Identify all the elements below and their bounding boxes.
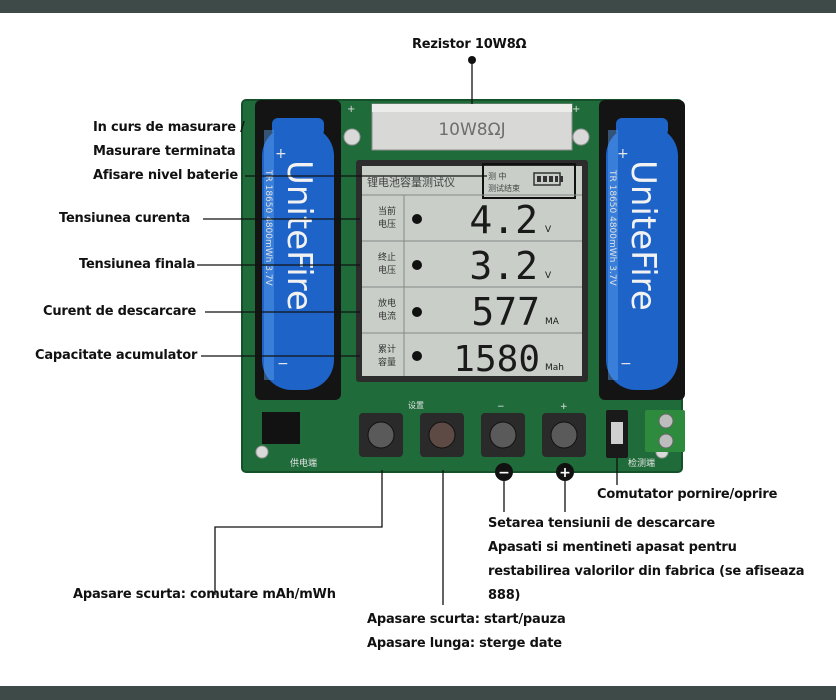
discharge-setting-line2: Apasati si mentineti apasat pentru: [488, 540, 737, 555]
left-battery-minus: −: [277, 356, 289, 372]
lcd-status-finished: 测试结束: [488, 183, 520, 193]
button-plus[interactable]: [542, 413, 586, 457]
pcb-plus-label: +: [560, 402, 568, 412]
right-battery-brand: UniteFire: [623, 160, 663, 311]
pcb-power-label: 供电端: [290, 457, 317, 469]
power-switch-label: Comutator pornire/oprire: [597, 487, 778, 502]
callout-dots: [412, 56, 476, 361]
measuring-label-line1: In curs de masurare /: [93, 120, 245, 135]
button-mode[interactable]: [359, 413, 403, 457]
minus-badge-icon: [495, 463, 513, 481]
resistor-marking: 10W8ΩJ: [438, 120, 505, 140]
plus-badge-glyph: +: [559, 465, 571, 481]
row2-label-b: 电压: [378, 264, 396, 276]
short-press-start-label: Apasare scurta: start/pauza: [367, 612, 566, 627]
svg-text:+: +: [347, 104, 355, 115]
row2-value: 3.2: [469, 244, 538, 288]
row4-label-b: 容量: [378, 356, 396, 368]
left-battery-brand: UniteFire: [279, 160, 319, 311]
resistor-label: Rezistor 10W8Ω: [412, 37, 527, 52]
right-battery-spec: TR 18650 4800mWh 3.7V: [607, 169, 617, 287]
long-press-clear-label: Apasare lunga: sterge date: [367, 636, 562, 651]
left-battery-plus: +: [275, 146, 287, 162]
screw-terminal: [645, 410, 685, 452]
final-voltage-label: Tensiunea finala: [79, 257, 196, 272]
pcb-minus-label: −: [497, 402, 505, 412]
callout-lines: [197, 60, 618, 605]
dc-jack: [262, 412, 300, 444]
pcb-test-label: 检测端: [628, 457, 655, 469]
discharge-setting-line4: 888): [488, 588, 521, 603]
row3-value: 577: [471, 290, 540, 334]
right-battery-minus: −: [620, 356, 632, 372]
minus-badge-glyph: −: [498, 465, 510, 481]
svg-text:+: +: [572, 104, 580, 115]
button-minus[interactable]: [481, 413, 525, 457]
row4-value: 1580: [453, 339, 540, 380]
resistor: 10W8ΩJ: [371, 103, 573, 151]
discharge-setting-line3: restabilirea valorilor din fabrica (se a…: [488, 564, 805, 579]
discharge-current-label: Curent de descarcare: [43, 304, 197, 319]
row1-label-b: 电压: [378, 218, 396, 230]
power-switch[interactable]: [606, 410, 628, 458]
discharge-setting-line1: Setarea tensiunii de descarcare: [488, 516, 716, 531]
plus-badge-icon: [556, 463, 574, 481]
left-battery: + − UniteFire TR 18650 4800mWh 3.7V: [255, 100, 341, 400]
bottom-border-bar: [0, 686, 836, 700]
top-border-bar: [0, 0, 836, 13]
button-start[interactable]: [420, 413, 464, 457]
row4-unit: Mah: [545, 363, 564, 373]
capacity-label: Capacitate acumulator: [35, 348, 198, 363]
lcd-battery-icon: [533, 172, 563, 186]
pcb-set-label: 设置: [408, 400, 424, 410]
right-battery: + − UniteFire TR 18650 4800mWh 3.7V: [599, 100, 685, 400]
short-press-mah-label: Apasare scurta: comutare mAh/mWh: [73, 587, 336, 602]
lcd-status-measuring: 测 中: [488, 171, 507, 181]
current-voltage-label: Tensiunea curenta: [59, 211, 191, 226]
row2-label-a: 终止: [378, 251, 396, 263]
row3-unit: MA: [545, 317, 560, 327]
row3-label-b: 电流: [378, 310, 396, 322]
row1-label-a: 当前: [378, 205, 396, 217]
measuring-label-line2: Masurare terminata: [93, 144, 236, 159]
row2-unit: V: [545, 271, 552, 281]
row1-value: 4.2: [469, 198, 538, 242]
row4-label-a: 累计: [378, 343, 396, 355]
right-battery-plus: +: [617, 146, 629, 162]
battery-level-label: Afisare nivel baterie: [93, 168, 239, 183]
row3-label-a: 放电: [378, 297, 396, 309]
lcd-display: 锂电池容量测试仪 测 中 测试结束 当前 电压 4.2 V 终止 电压 3.2 …: [356, 160, 588, 382]
left-battery-spec: TR 18650 4800mWh 3.7V: [263, 169, 273, 287]
row1-unit: V: [545, 225, 552, 235]
lcd-title: 锂电池容量测试仪: [367, 175, 455, 189]
